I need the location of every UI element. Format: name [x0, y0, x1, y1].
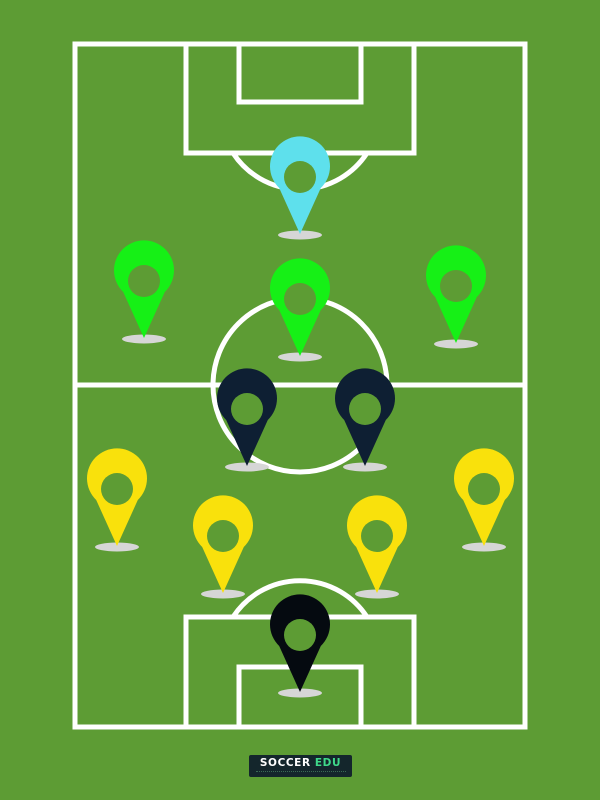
player-marker-right-winger: [426, 245, 486, 349]
pin-hole: [349, 393, 381, 425]
marker-shadow: [225, 462, 269, 472]
marker-shadow: [278, 230, 322, 240]
marker-shadow: [462, 542, 506, 552]
soccer-edu-logo: SOCCER EDU: [249, 755, 352, 777]
logo-word-edu: EDU: [314, 757, 342, 769]
pin-hole: [361, 520, 393, 552]
player-markers: [87, 136, 514, 698]
logo-subline: [255, 771, 346, 774]
top-goal-box: [236, 41, 364, 105]
pitch-lines: [72, 41, 528, 730]
bottom-penalty-arc: [230, 578, 370, 619]
logo-word-soccer: SOCCER: [259, 757, 311, 769]
pin-hole: [207, 520, 239, 552]
player-marker-left-back: [87, 448, 147, 552]
marker-shadow: [201, 589, 245, 599]
marker-shadow: [278, 688, 322, 698]
player-marker-left-winger: [114, 240, 174, 344]
player-marker-right-back: [454, 448, 514, 552]
player-marker-goalkeeper: [270, 594, 330, 698]
player-marker-right-centre-back: [347, 495, 408, 599]
pin-hole: [284, 161, 316, 193]
player-marker-left-central-midfielder: [217, 368, 277, 472]
marker-shadow: [434, 339, 478, 349]
player-marker-attacking-midfielder: [270, 258, 330, 362]
pin-hole: [128, 265, 160, 297]
pin-hole: [231, 393, 263, 425]
pin-hole: [284, 283, 316, 315]
player-marker-right-central-midfielder: [335, 368, 396, 472]
pin-hole: [440, 270, 472, 302]
pin-hole: [284, 619, 316, 651]
marker-shadow: [343, 462, 387, 472]
player-marker-left-centre-back: [193, 495, 253, 599]
pin-hole: [101, 473, 133, 505]
marker-shadow: [355, 589, 399, 599]
marker-shadow: [95, 542, 139, 552]
marker-shadow: [278, 352, 322, 362]
marker-shadow: [122, 334, 166, 344]
pin-hole: [468, 473, 500, 505]
player-marker-striker: [270, 136, 330, 240]
